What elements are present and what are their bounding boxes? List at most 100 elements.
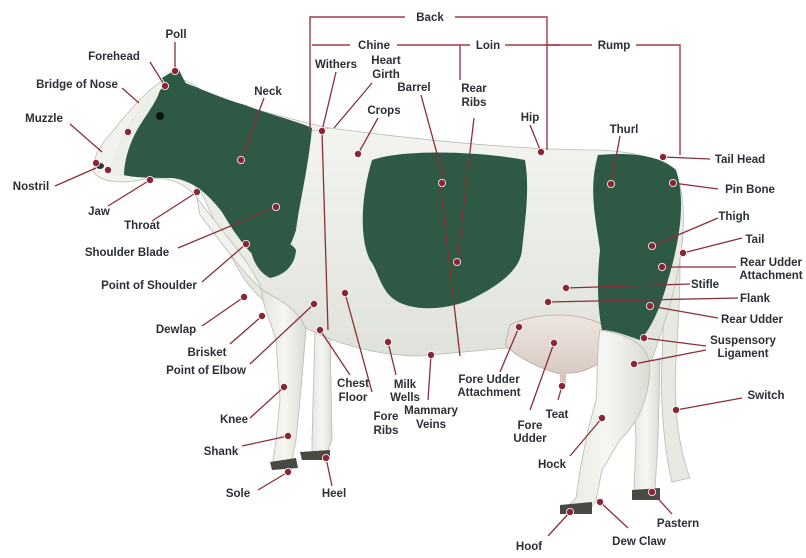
withers-marker — [318, 127, 325, 134]
region-labels: Back Chine Loin Rump — [358, 12, 630, 52]
muzzle-label: Muzzle — [25, 113, 63, 125]
far-rear-hoof — [632, 488, 660, 500]
muzzle-marker — [92, 159, 99, 166]
knee-label: Knee — [220, 414, 248, 426]
tail-marker — [679, 249, 686, 256]
stifle-marker — [562, 284, 569, 291]
chest-floor-marker — [316, 326, 323, 333]
heel-label: Heel — [322, 488, 346, 500]
hock-label: Hock — [538, 459, 567, 471]
fore-ribs-label-1: Fore — [374, 411, 399, 423]
pin-bone-label: Pin Bone — [725, 184, 775, 196]
neck-marker — [237, 156, 244, 163]
heart-girth-label-2: Girth — [372, 69, 399, 81]
barrel-marker — [438, 179, 445, 186]
rump-label: Rump — [598, 40, 631, 52]
crops-marker — [354, 150, 361, 157]
rump-bracket — [545, 45, 680, 155]
jaw-marker — [146, 176, 153, 183]
sole-label: Sole — [226, 488, 250, 500]
suspensory-ligament-label-1: Suspensory — [710, 335, 776, 347]
dew-claw-marker — [596, 498, 603, 505]
suspensory-ligament-marker-lower — [630, 360, 637, 367]
hock-marker — [598, 414, 605, 421]
tail-head-label: Tail Head — [715, 154, 765, 166]
knee-marker — [280, 383, 287, 390]
chest-floor-label-2: Floor — [339, 392, 368, 404]
stifle-label: Stifle — [691, 279, 719, 291]
chine-label: Chine — [358, 40, 390, 52]
pastern-label: Pastern — [657, 518, 699, 530]
bridge-of-nose-label: Bridge of Nose — [36, 79, 118, 91]
tail-label: Tail — [746, 234, 765, 246]
forehead-label: Forehead — [88, 51, 140, 63]
bridge-of-nose-marker — [124, 128, 131, 135]
point-of-shoulder-marker — [242, 240, 249, 247]
nostril-label: Nostril — [13, 181, 49, 193]
nostril-marker — [104, 166, 111, 173]
teat-marker — [558, 382, 565, 389]
hoof-label: Hoof — [516, 541, 542, 553]
poll-label: Poll — [165, 29, 186, 41]
crops-label: Crops — [367, 105, 400, 117]
milk-wells-label-1: Milk — [394, 379, 417, 391]
shank-marker — [284, 432, 291, 439]
suspensory-ligament-label-2: Ligament — [717, 348, 768, 360]
milk-wells-marker — [384, 338, 391, 345]
near-front-leg — [262, 290, 306, 468]
switch-label: Switch — [747, 390, 784, 402]
thigh-marker — [648, 242, 655, 249]
forehead-marker — [161, 82, 168, 89]
teat-label: Teat — [546, 409, 569, 421]
brisket-marker — [258, 312, 265, 319]
milk-wells-label-2: Wells — [390, 392, 420, 404]
rear-ribs-label-1: Rear — [461, 83, 487, 95]
thurl-marker — [607, 180, 614, 187]
fore-udder-attachment-marker — [515, 323, 522, 330]
fore-ribs-label-2: Ribs — [374, 425, 399, 437]
pastern-marker — [648, 488, 655, 495]
dewlap-label: Dewlap — [156, 324, 196, 336]
rear-udder-attachment-label-2: Attachment — [739, 270, 802, 282]
neck-label: Neck — [254, 86, 282, 98]
rear-ribs-marker — [453, 258, 460, 265]
suspensory-ligament-marker-upper — [640, 334, 647, 341]
mammary-veins-label-2: Veins — [416, 419, 446, 431]
flank-marker — [544, 298, 551, 305]
back-label: Back — [416, 12, 444, 24]
mammary-veins-label-1: Mammary — [404, 405, 458, 417]
eye-shape — [156, 112, 164, 120]
barrel-label: Barrel — [397, 82, 430, 94]
fore-udder-attachment-label-2: Attachment — [457, 387, 520, 399]
heart-girth-label-1: Heart — [371, 55, 401, 67]
fore-udder-label-1: Fore — [518, 420, 543, 432]
fore-ribs-marker — [341, 289, 348, 296]
brisket-label: Brisket — [188, 347, 227, 359]
chest-floor-label-1: Chest — [337, 378, 369, 390]
poll-marker — [171, 67, 178, 74]
fore-udder-marker — [550, 339, 557, 346]
fore-udder-attachment-label-1: Fore Udder — [458, 374, 520, 386]
hoof-marker — [566, 508, 573, 515]
dew-claw-label: Dew Claw — [612, 536, 666, 548]
withers-label: Withers — [315, 59, 357, 71]
rear-udder-marker — [646, 302, 653, 309]
dewlap-marker — [240, 293, 247, 300]
switch-marker — [672, 406, 679, 413]
shoulder-blade-marker — [272, 203, 279, 210]
far-front-leg — [312, 330, 332, 455]
sole-marker — [284, 468, 291, 475]
rear-udder-label: Rear Udder — [721, 314, 784, 326]
fore-udder-label-2: Udder — [513, 433, 547, 445]
pin-bone-marker — [669, 179, 676, 186]
throat-label: Throat — [124, 220, 160, 232]
jaw-label: Jaw — [88, 206, 110, 218]
mammary-veins-marker — [427, 351, 434, 358]
rear-udder-attachment-marker — [658, 263, 665, 270]
point-of-elbow-label: Point of Elbow — [166, 365, 246, 377]
hip-marker — [537, 148, 544, 155]
loin-label: Loin — [476, 40, 500, 52]
rear-udder-attachment-label-1: Rear Udder — [740, 257, 803, 269]
